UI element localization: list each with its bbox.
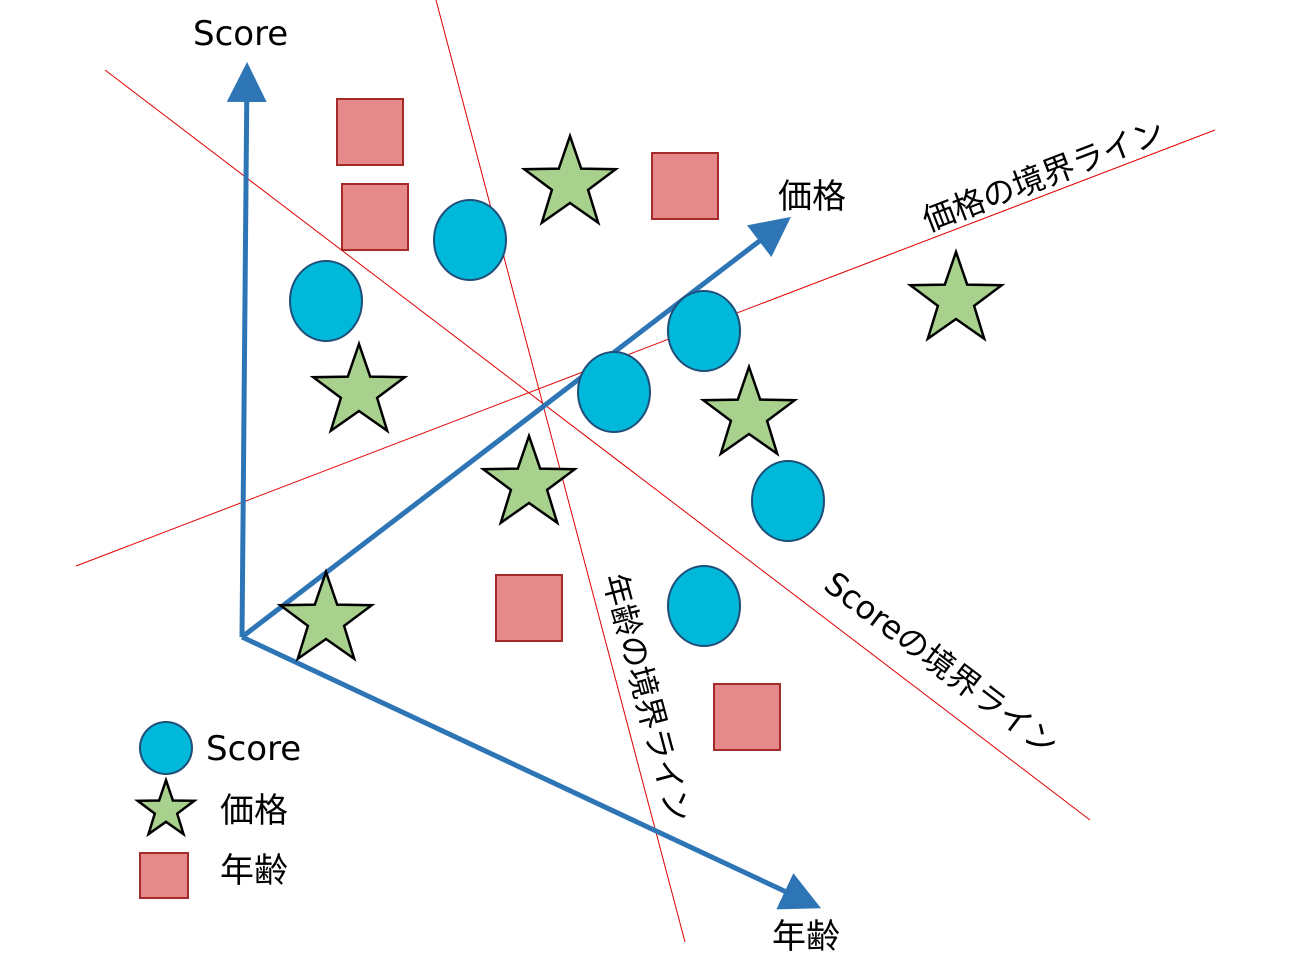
legend-star-icon	[134, 776, 198, 838]
legend-label-age: 年齢	[220, 851, 288, 891]
score-marker	[667, 290, 741, 372]
score-marker	[577, 351, 651, 433]
price-marker	[906, 248, 1006, 342]
legend-circle-icon	[139, 721, 193, 775]
legend-square-icon	[139, 852, 189, 899]
age-axis-label: 年齢	[772, 917, 840, 957]
price-marker	[699, 363, 799, 457]
price-boundary-line	[75, 129, 1216, 567]
legend-label-price: 価格	[220, 791, 288, 831]
legend: Score 価格 年齢	[139, 721, 301, 899]
price-marker	[309, 340, 409, 434]
price-axis-label: 価格	[778, 177, 846, 217]
price-boundary-label: 価格の境界ライン	[917, 112, 1170, 239]
score-marker	[667, 565, 741, 647]
age-axis	[240, 634, 822, 910]
age-marker	[341, 183, 409, 251]
price-markers	[134, 132, 1006, 838]
legend-label-score: Score	[206, 729, 301, 769]
score-axis-label: Score	[193, 14, 288, 54]
score-boundary-label: Scoreの境界ライン	[817, 564, 1065, 764]
score-marker	[433, 199, 507, 281]
age-marker	[336, 98, 404, 166]
age-marker	[495, 574, 563, 642]
price-marker	[479, 432, 579, 526]
score-marker	[289, 260, 363, 342]
age-marker	[713, 683, 781, 751]
price-marker	[520, 132, 620, 226]
age-markers	[336, 98, 781, 751]
score-axis	[226, 62, 267, 638]
price-marker	[276, 568, 376, 662]
age-marker	[651, 152, 719, 220]
score-marker	[751, 460, 825, 542]
score-markers	[289, 199, 825, 647]
score-boundary-line	[104, 69, 1091, 821]
